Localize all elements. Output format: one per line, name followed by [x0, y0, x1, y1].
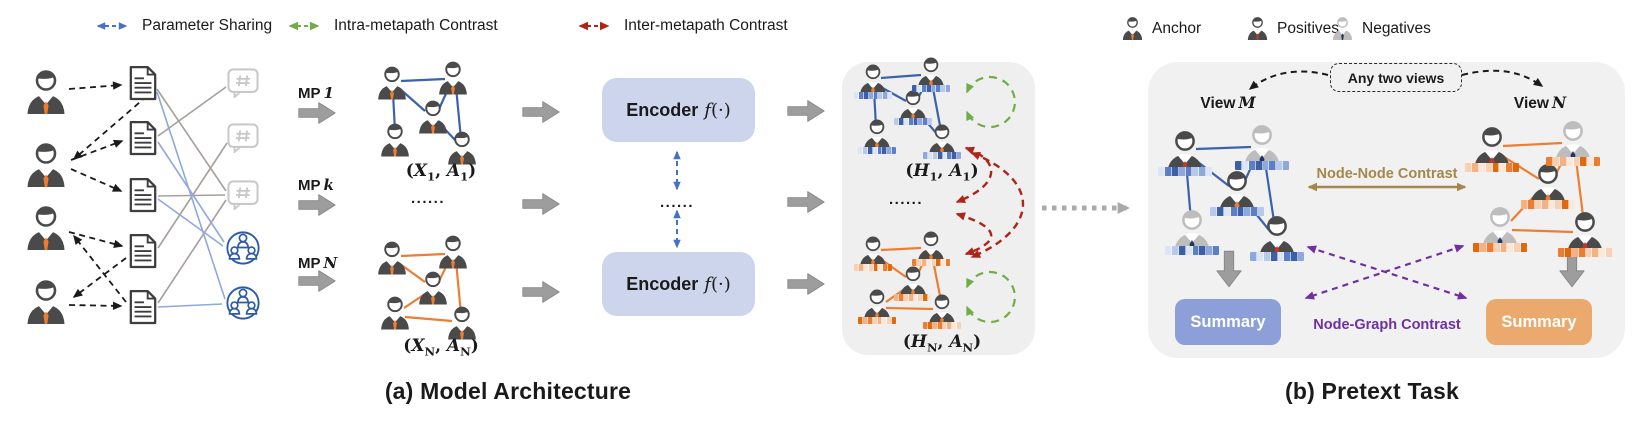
embedding-bar	[923, 322, 961, 329]
from-encoder-arrow-icon	[787, 273, 825, 295]
node-graph-contrast-arrows	[1304, 244, 1468, 300]
to-encoder-arrow-icon	[522, 193, 560, 215]
person-icon	[418, 100, 448, 135]
person-icon	[380, 123, 410, 158]
node-node-contrast-label: Node-Node Contrast	[1316, 166, 1458, 182]
to-encoder-arrow-icon	[522, 281, 560, 303]
embedding-bar	[1558, 248, 1612, 257]
community-icon	[226, 231, 260, 265]
embedding-bar	[854, 92, 892, 99]
user-icon	[26, 280, 66, 326]
embedding-bar	[912, 85, 950, 92]
person-icon	[377, 66, 407, 101]
hashtag-icon	[227, 180, 259, 210]
negative-person-icon	[1330, 16, 1355, 41]
dots-outputs: ......	[888, 191, 924, 208]
user-icon	[26, 143, 66, 189]
view-m-icons	[1166, 125, 1296, 260]
embedding-bar	[1250, 252, 1304, 261]
hashtag-icon	[227, 68, 259, 98]
embedding-bar	[854, 264, 892, 271]
label-xN-aN: (XN, AN)	[403, 336, 479, 359]
legend-anchor: Anchor	[1120, 16, 1201, 41]
dots-metapaths: ......	[410, 190, 446, 207]
embedding-bar	[912, 259, 950, 266]
node-graph-contrast-label: Node-Graph Contrast	[1313, 317, 1461, 333]
embedding-bar	[894, 118, 932, 125]
positive-person-icon	[1245, 16, 1270, 41]
hetero-graph-group-links	[156, 91, 226, 308]
person-icon	[438, 235, 468, 270]
document-icon	[129, 289, 157, 325]
summary-box-left: Summary	[1175, 299, 1281, 345]
label-x1-a1: (X1, A1)	[405, 161, 477, 184]
user-icon	[26, 206, 66, 252]
legend-inter-metapath: Inter-metapath Contrast	[573, 17, 788, 35]
to-encoder-arrow-icon	[522, 101, 560, 123]
summary-arrow-icon	[1216, 250, 1242, 288]
document-icon	[129, 120, 157, 156]
embedding-bar	[858, 147, 896, 154]
intra-metapath-contrast-arrows	[965, 75, 1016, 324]
dots-encoders: ......	[659, 194, 695, 211]
person-icon	[418, 271, 448, 306]
from-encoder-arrow-icon	[787, 191, 825, 213]
embedding-bar	[1521, 200, 1575, 209]
view-n-icons	[1473, 121, 1604, 256]
summary-box-right: Summary	[1486, 299, 1592, 345]
from-encoder-arrow-icon	[787, 100, 825, 122]
embedding-bar	[1165, 246, 1219, 255]
caption-pretext-task: (b) Pretext Task	[1284, 378, 1460, 404]
mp1-arrow-icon	[298, 102, 336, 124]
green-dashed-double-arrow-icon	[288, 21, 320, 31]
caption-model-architecture: (a) Model Architecture	[384, 378, 632, 404]
red-dashed-double-arrow-icon	[578, 21, 610, 31]
embedding-bar	[1210, 207, 1264, 216]
inter-metapath-contrast-arrows	[955, 146, 1025, 259]
mpk-arrow-icon	[298, 194, 336, 216]
embedding-bar	[1546, 157, 1600, 166]
legend-label: Parameter Sharing	[142, 17, 273, 34]
any-two-views-arrows	[1248, 69, 1544, 90]
hetero-graph-user-doc-arrows	[68, 81, 148, 311]
legend-parameter-sharing: Parameter Sharing	[91, 17, 272, 35]
embedding-bar	[1473, 243, 1527, 252]
label-h1-a1: (H1, A1)	[905, 161, 979, 184]
legend-intra-metapath: Intra-metapath Contrast	[283, 17, 498, 35]
legend-label: Anchor	[1152, 19, 1202, 37]
person-icon	[447, 306, 477, 341]
legend-label: Inter-metapath Contrast	[624, 17, 788, 34]
person-icon	[380, 296, 410, 331]
embedding-bar	[1158, 167, 1212, 176]
embedding-bar	[1465, 163, 1519, 172]
legend-positives: Positives	[1245, 16, 1339, 41]
legend-label: Negatives	[1362, 19, 1431, 37]
document-icon	[129, 177, 157, 213]
any-two-views-box: Any two views	[1330, 63, 1462, 92]
embedding-bar	[1235, 161, 1289, 170]
embedding-bar	[923, 152, 961, 159]
legend-negatives: Negatives	[1330, 16, 1431, 41]
document-icon	[129, 65, 157, 101]
legend-label: Intra-metapath Contrast	[334, 17, 498, 34]
hashtag-icon	[227, 123, 259, 153]
label-hN-aN: (HN, AN)	[902, 332, 982, 355]
embedding-bar	[858, 317, 896, 324]
document-icon	[129, 233, 157, 269]
blue-dashed-double-arrow-icon	[96, 22, 128, 30]
legend-label: Positives	[1277, 19, 1340, 37]
embedding-bar	[894, 294, 932, 301]
person-icon	[377, 241, 407, 276]
user-icon	[26, 70, 66, 116]
community-icon	[226, 286, 260, 320]
anchor-person-icon	[1120, 16, 1145, 41]
mpN-arrow-icon	[298, 270, 336, 292]
